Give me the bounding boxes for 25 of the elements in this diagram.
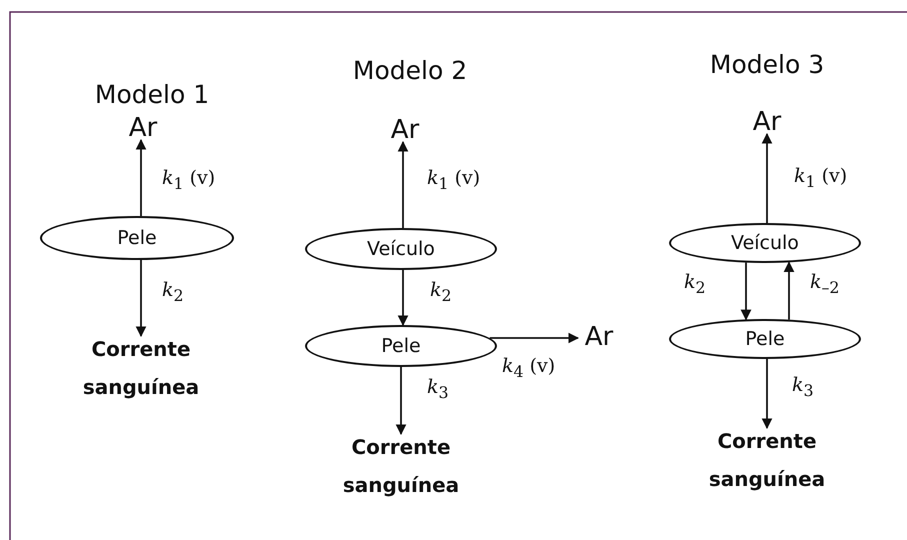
arrow	[784, 261, 794, 320]
arrow	[398, 270, 408, 326]
model-title: Modelo 2	[352, 56, 468, 85]
arrow	[762, 132, 772, 223]
arrow	[136, 138, 146, 216]
model-title: Modelo 3	[710, 50, 824, 79]
model-title: Modelo 1	[94, 80, 210, 109]
air-label: Ar	[375, 110, 435, 150]
arrow	[136, 260, 146, 338]
arrow	[762, 359, 772, 430]
node-label: Veículo	[731, 232, 799, 254]
air-label: Ar	[737, 102, 797, 142]
node-label: Pele	[117, 228, 157, 248]
arrow	[396, 367, 406, 436]
compartment-label: Corrente sanguínea	[692, 420, 842, 500]
node-label: Veículo	[367, 238, 435, 260]
compartment-label: Corrente sanguínea	[326, 426, 476, 506]
node-label: Pele	[745, 328, 785, 350]
arrow	[490, 332, 580, 344]
node-label: Pele	[381, 336, 421, 356]
air-label: Ar	[574, 317, 624, 357]
air-label: Ar	[113, 108, 173, 148]
compartment-label: Corrente sanguínea	[66, 328, 216, 408]
arrow	[398, 140, 408, 228]
arrow	[740, 262, 752, 320]
